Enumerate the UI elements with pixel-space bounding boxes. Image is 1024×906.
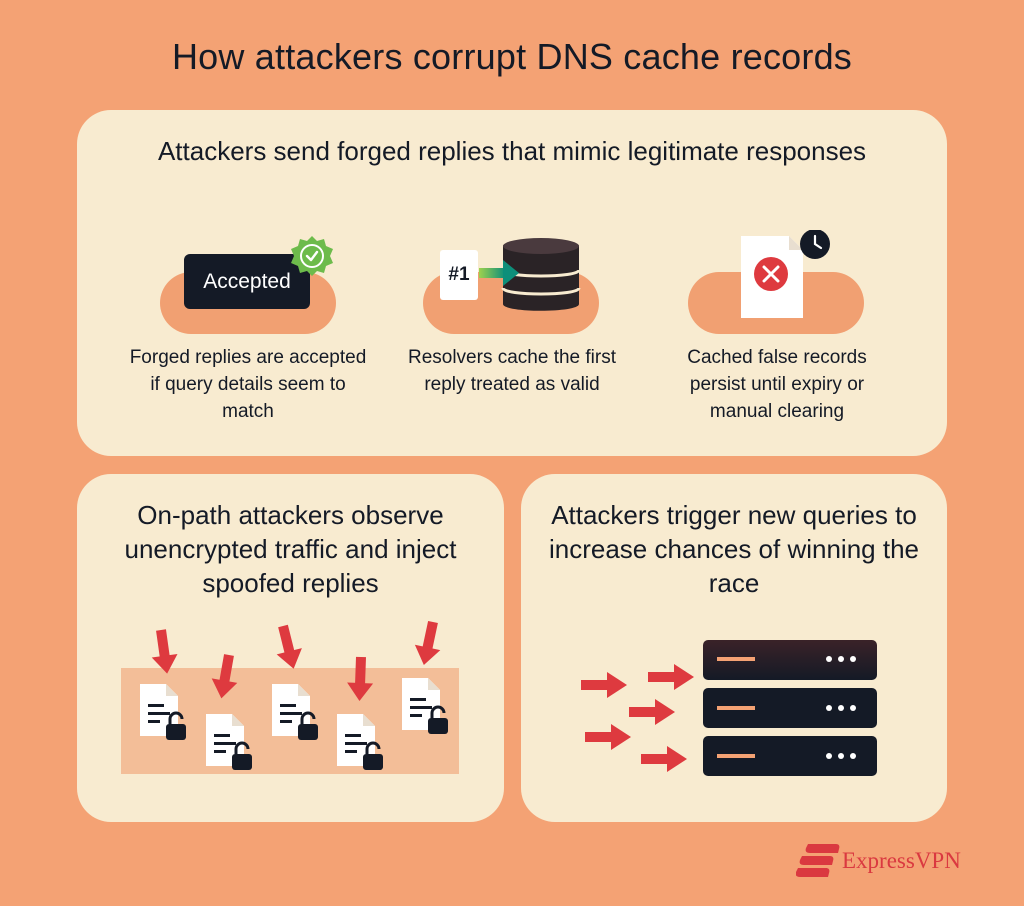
database-icon bbox=[479, 238, 581, 311]
step-2-caption: Resolvers cache the first reply treated … bbox=[407, 347, 617, 395]
query-race-heading: Attackers trigger new queries to increas… bbox=[548, 500, 919, 598]
check-badge-icon bbox=[291, 236, 333, 276]
brand-name: ExpressVPN bbox=[842, 848, 961, 873]
spoofed-arrow-1 bbox=[148, 628, 180, 676]
expressvpn-logo-icon bbox=[796, 844, 840, 877]
on-path-attackers-heading: On-path attackers observe unencrypted tr… bbox=[124, 500, 457, 598]
spoofed-arrow-5 bbox=[411, 619, 446, 668]
locked-document-icon bbox=[138, 682, 188, 742]
forged-replies-heading: Attackers send forged replies that mimic… bbox=[157, 136, 867, 166]
query-arrow-1 bbox=[581, 672, 627, 698]
spoofed-arrow-2 bbox=[208, 652, 242, 701]
server-icon bbox=[703, 736, 877, 776]
page-title: How attackers corrupt DNS cache records bbox=[171, 36, 853, 77]
server-icon bbox=[703, 688, 877, 728]
locked-document-icon bbox=[270, 682, 320, 742]
accepted-label: Accepted bbox=[184, 254, 310, 309]
locked-document-icon bbox=[204, 712, 254, 772]
server-race-illustration bbox=[581, 640, 877, 776]
first-reply-document: #1 bbox=[440, 250, 478, 300]
spoofed-arrow-4 bbox=[346, 656, 374, 702]
forged-replies-card: Attackers send forged replies that mimic… bbox=[77, 110, 947, 456]
step-1-caption: Forged replies are accepted if query det… bbox=[129, 347, 367, 422]
on-path-attackers-card: On-path attackers observe unencrypted tr… bbox=[77, 474, 504, 822]
error-document-icon bbox=[741, 230, 830, 318]
server-icon bbox=[703, 640, 877, 680]
spoofed-arrow-3 bbox=[270, 622, 307, 672]
locked-document-icon bbox=[400, 676, 450, 736]
query-arrow-3 bbox=[629, 699, 675, 725]
query-race-card: Attackers trigger new queries to increas… bbox=[521, 474, 947, 822]
query-arrow-2 bbox=[648, 664, 694, 690]
locked-document-icon bbox=[335, 712, 385, 772]
query-arrow-4 bbox=[585, 724, 631, 750]
spoofed-replies-illustration bbox=[138, 619, 450, 772]
query-arrow-5 bbox=[641, 746, 687, 772]
step-3-caption: Cached false records persist until expir… bbox=[687, 347, 867, 422]
